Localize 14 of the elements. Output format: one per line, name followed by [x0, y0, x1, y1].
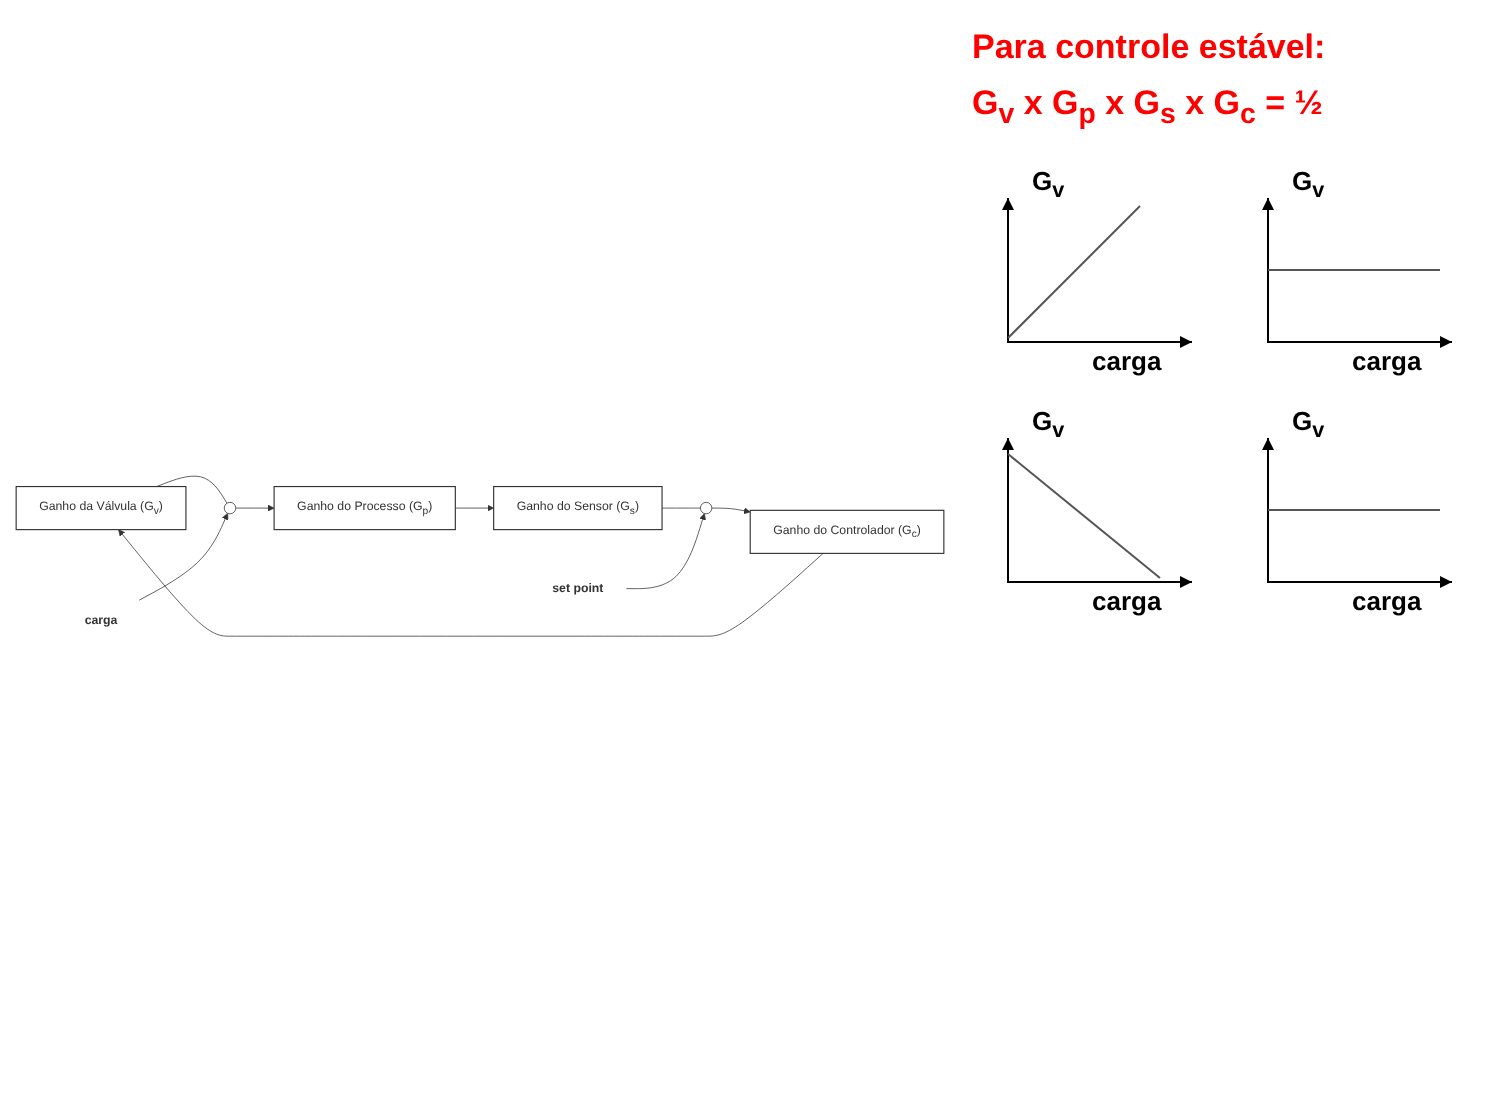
- axis-label: carga: [1352, 586, 1422, 617]
- axis-label: carga: [1092, 586, 1162, 617]
- node-circle: [700, 501, 713, 514]
- node-circle: [223, 501, 237, 514]
- stability-note: G$_{v}$ x G$_{p}$ x G$_{s}$ x G$_{c}$ = ½: [972, 84, 1323, 131]
- connector: [156, 474, 228, 503]
- axis-label: G$_{v}$: [1292, 166, 1325, 204]
- axis-label: carga: [1352, 346, 1422, 377]
- axis-label: G$_{v}$: [1292, 406, 1325, 444]
- axis-label: G$_{v}$: [1032, 166, 1065, 204]
- axis-label: carga: [1092, 346, 1162, 377]
- connector: [661, 506, 701, 508]
- stability-note: Para controle estável:: [972, 28, 1326, 68]
- axis-label: G$_{v}$: [1032, 406, 1065, 444]
